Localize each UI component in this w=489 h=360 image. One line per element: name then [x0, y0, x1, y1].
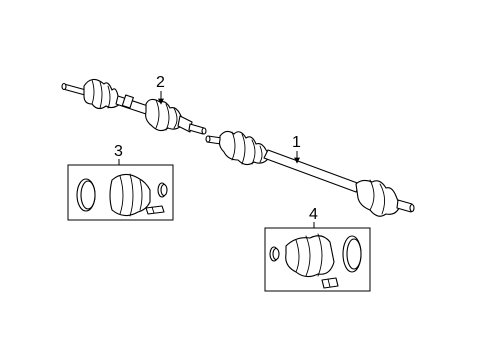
boot-kit-large-box	[264, 227, 371, 292]
main-axle-assembly	[205, 130, 415, 217]
callout-3: 3	[114, 143, 123, 165]
callout-2: 2	[156, 74, 165, 105]
callout-label-4: 4	[309, 206, 318, 223]
boot-kit-small-box	[67, 164, 174, 221]
callout-label-2: 2	[156, 74, 165, 91]
callout-4: 4	[309, 206, 318, 228]
callout-label-3: 3	[114, 143, 123, 160]
upper-axle-assembly	[61, 78, 207, 135]
callout-1: 1	[292, 134, 301, 164]
callout-label-1: 1	[292, 134, 301, 151]
